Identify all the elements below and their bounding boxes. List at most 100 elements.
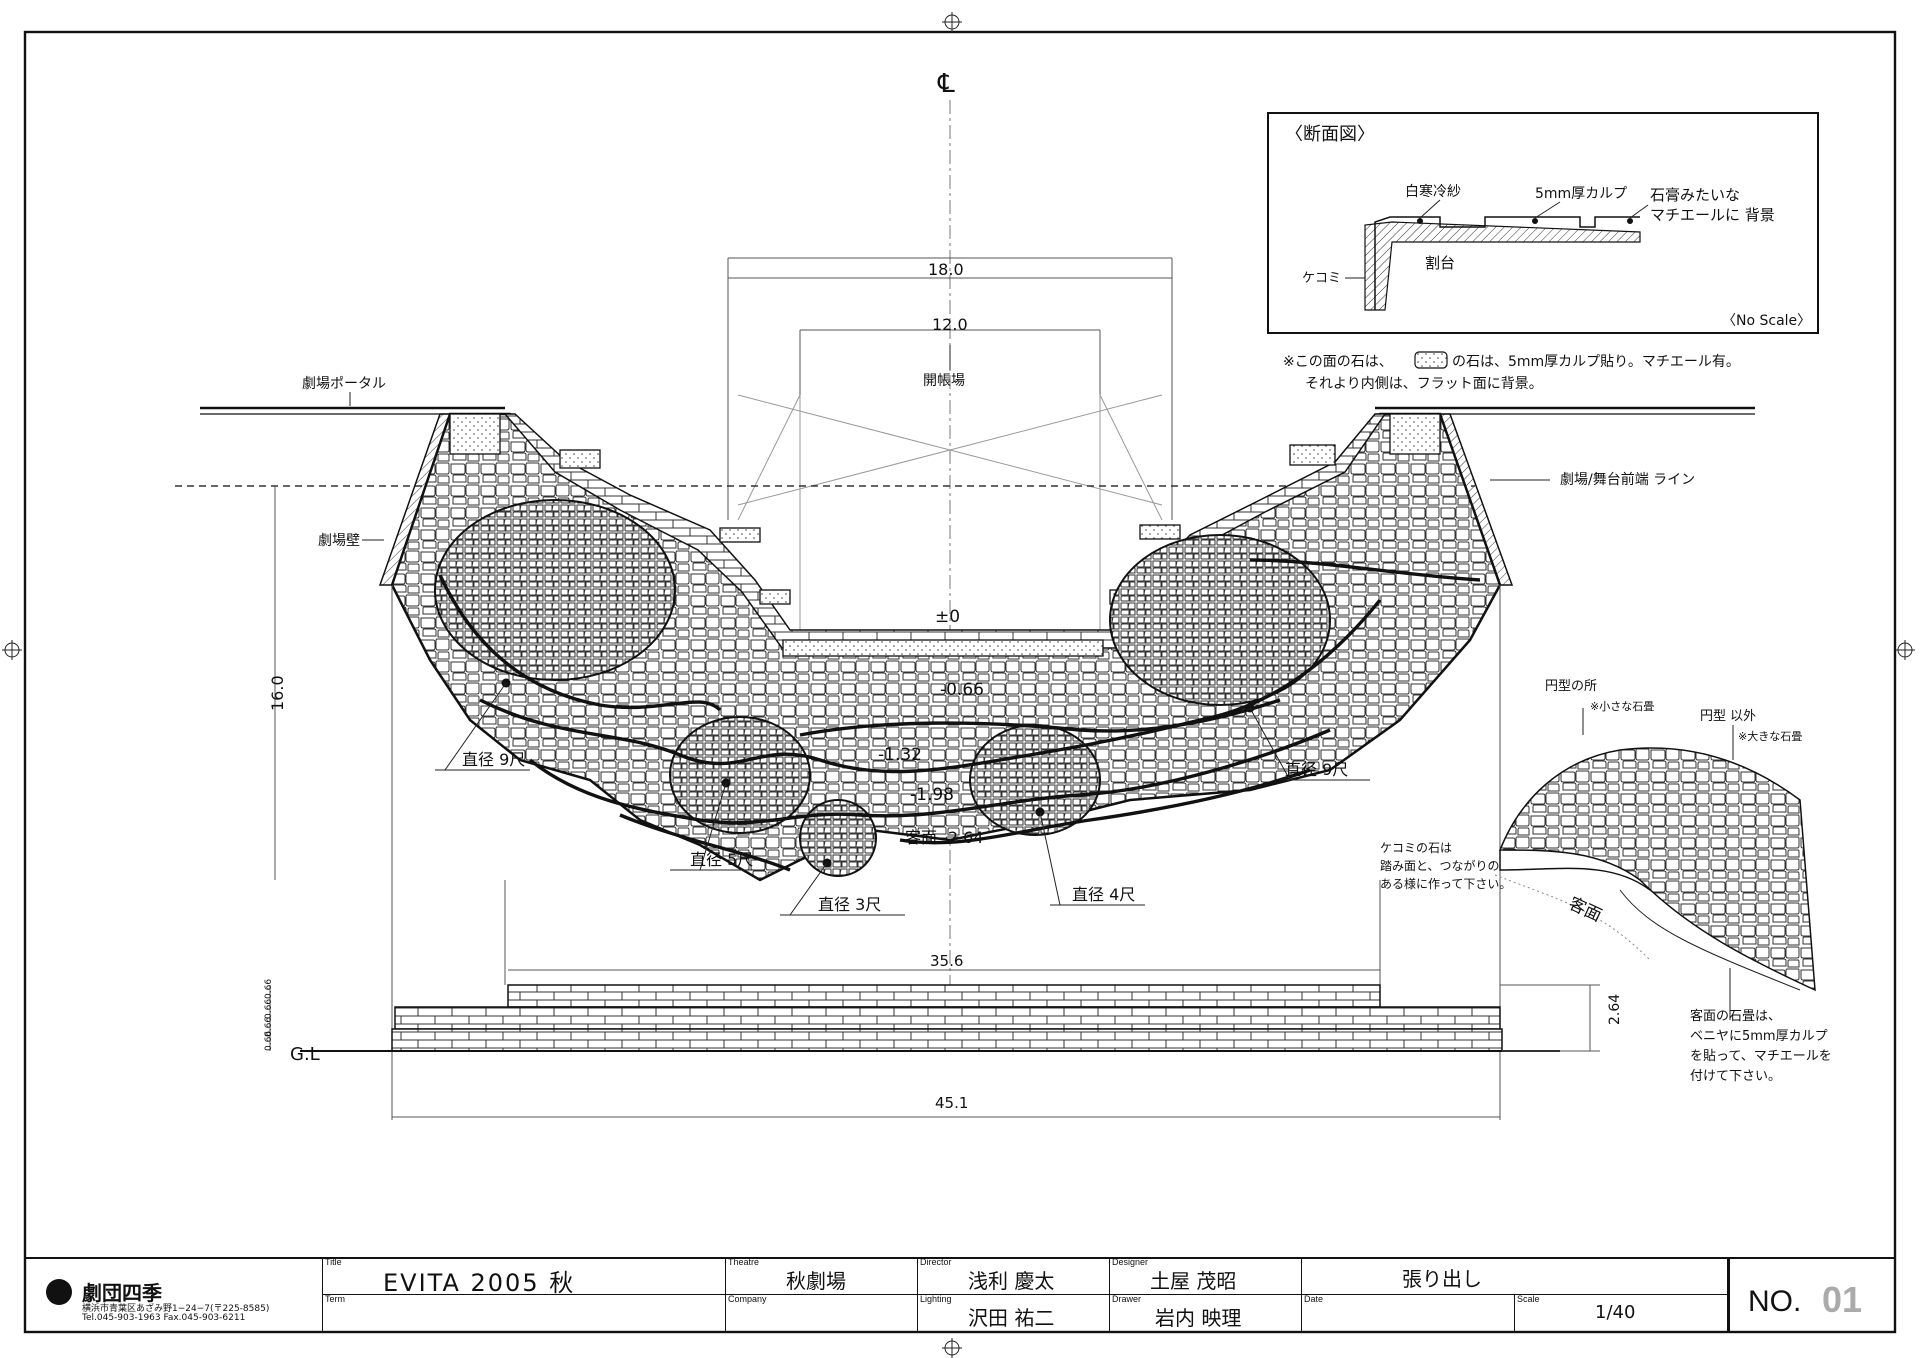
- level-066: -0.66: [940, 680, 984, 700]
- dim-18: 18.0: [928, 260, 964, 279]
- designer-cell: Designer 土屋 茂昭: [1110, 1257, 1302, 1294]
- detail-audience-2: ベニヤに5mm厚カルプ: [1690, 1029, 1828, 1044]
- detail-sketch: [1494, 708, 1816, 1020]
- detail-kekomi-3: ある様に作って下さい。: [1380, 877, 1511, 891]
- title-cell: Title EVITA 2005 秋: [323, 1257, 726, 1297]
- centerline-symbol: ℄: [937, 69, 955, 99]
- elev-dim-top: 35.6: [930, 952, 963, 970]
- elev-step-1: 0.66: [264, 979, 274, 999]
- number-label: NO.: [1748, 1285, 1802, 1318]
- note-calp-swatch: [1414, 351, 1448, 369]
- proscenium-label: 劇場ポータル: [302, 376, 386, 392]
- proscenium: [200, 406, 1755, 415]
- company-tel: Tel.045-903-1963 Fax.045-903-6211: [82, 1313, 246, 1323]
- diameter-callouts: [435, 682, 1370, 916]
- lighting-value: 沢田 祐二: [968, 1306, 1055, 1330]
- date-cell: Date: [1302, 1294, 1515, 1331]
- number-value: 01: [1822, 1279, 1863, 1320]
- elev-step-4: 0.66: [264, 1031, 274, 1051]
- front-elevation: [269, 969, 1600, 1118]
- detail-audience-label: 客面: [1565, 894, 1604, 926]
- designer-label: Designer: [1112, 1257, 1149, 1267]
- item-cell: 張り出し: [1302, 1257, 1728, 1294]
- dim-12: 12.0: [932, 315, 968, 334]
- director-cell: Director 浅利 慶太: [918, 1257, 1110, 1294]
- drawer-label: Drawer: [1112, 1294, 1142, 1304]
- elev-height: 2.64: [1607, 994, 1623, 1025]
- detail-kekomi-1: ケコミの石は: [1380, 841, 1452, 855]
- circle-5: [669, 716, 811, 834]
- circular-platforms: [434, 499, 1331, 877]
- dia-9-left-label: 直径 9尺: [462, 750, 525, 769]
- lighting-label: Lighting: [920, 1294, 952, 1304]
- dia-9-right-label: 直径 9尺: [1285, 760, 1348, 779]
- front-line-label: 劇場/舞台前端 ライン: [1560, 471, 1695, 488]
- section-no-scale: 〈No Scale〉: [1722, 313, 1811, 329]
- level-198: -1.98: [910, 785, 954, 805]
- section-base-label: 割台: [1425, 254, 1455, 272]
- scale-label: Scale: [1517, 1294, 1540, 1304]
- section-profile: [1345, 199, 1649, 311]
- height-dim: 16.0: [268, 675, 287, 711]
- elev-step-2: 0.66: [264, 999, 274, 1019]
- company-name: 劇団四季: [82, 1281, 162, 1305]
- note-line1: ※この面の石は、: [1283, 354, 1393, 370]
- detail-kekomi-2: 踏み面と、つながりの: [1380, 858, 1500, 873]
- curtain-line-label: 開帳場: [923, 373, 965, 389]
- level-zero: ±0: [935, 607, 960, 627]
- drawer-cell: Drawer 岩内 映理: [1110, 1294, 1302, 1331]
- number-cell: NO. 01: [1728, 1257, 1894, 1331]
- sheet-border: [23, 30, 1897, 1334]
- circle-4: [969, 724, 1101, 836]
- brick-edge-band: [503, 413, 1387, 649]
- title-value: EVITA 2005 秋: [383, 1269, 576, 1297]
- company-logo-icon: [46, 1279, 72, 1305]
- detail-other-sub: ※大きな石畳: [1738, 729, 1802, 743]
- company2-cell: Company: [726, 1294, 918, 1331]
- section-texture-label-2: マチエールに 背景: [1650, 206, 1775, 224]
- section-title: 〈断面図〉: [1285, 124, 1375, 145]
- section-box: [1267, 112, 1819, 334]
- term-label: Term: [325, 1294, 345, 1304]
- dia-4-label: 直径 4尺: [1072, 885, 1135, 904]
- circle-9-left: [434, 499, 676, 681]
- theatre-label: Theatre: [728, 1257, 760, 1267]
- note-line2: それより内側は、フラット面に背景。: [1305, 376, 1543, 392]
- gl-label: G.L: [290, 1044, 320, 1065]
- theatre-cell: Theatre 秋劇場: [726, 1257, 918, 1294]
- theatre-wall-label: 劇場壁: [318, 533, 360, 549]
- registration-marks: [2, 12, 1915, 1358]
- designer-value: 土屋 茂昭: [1150, 1269, 1237, 1293]
- section-calp-label: 5mm厚カルプ: [1535, 186, 1627, 202]
- company-label: Company: [728, 1294, 767, 1304]
- level-264: 客面 -2.64: [905, 828, 984, 847]
- detail-other-label: 円型 以外: [1700, 709, 1756, 724]
- circle-3: [799, 799, 877, 877]
- section-kekomi-label: ケコミ: [1302, 271, 1341, 286]
- drawer-value: 岩内 映理: [1155, 1306, 1242, 1330]
- term-cell: Term: [323, 1294, 726, 1331]
- scale-cell: Scale 1/40: [1515, 1294, 1728, 1331]
- level-132: -1.32: [878, 745, 922, 765]
- elev-dim-bottom: 45.1: [935, 1094, 968, 1112]
- director-value: 浅利 慶太: [968, 1269, 1055, 1293]
- lighting-cell: Lighting 沢田 祐二: [918, 1294, 1110, 1331]
- circle-9-right: [1109, 534, 1331, 706]
- dia-5-label: 直径 5尺: [690, 850, 753, 869]
- section-white-label: 白寒冷紗: [1405, 183, 1461, 200]
- section-texture-label-1: 石膏みたいな: [1650, 186, 1740, 204]
- detail-circle-sub: ※小さな石畳: [1590, 700, 1654, 713]
- elev-step-3: 0.66: [264, 1017, 274, 1037]
- title-block: 劇団四季 横浜市青葉区あざみ野1−24−7(〒225-8585) Tel.045…: [26, 1257, 1894, 1331]
- level-contours: [438, 558, 1481, 872]
- theatre-value: 秋劇場: [786, 1269, 846, 1293]
- detail-circle-label: 円型の所: [1545, 679, 1597, 694]
- company-address: 横浜市青葉区あざみ野1−24−7(〒225-8585): [82, 1304, 270, 1314]
- dia-3-label: 直径 3尺: [818, 895, 881, 914]
- title-label: Title: [325, 1257, 342, 1267]
- date-label: Date: [1304, 1294, 1324, 1304]
- detail-audience-3: を貼って、マチエールを: [1690, 1049, 1832, 1064]
- detail-audience-4: 付けて下さい。: [1690, 1069, 1781, 1084]
- director-label: Director: [920, 1257, 952, 1267]
